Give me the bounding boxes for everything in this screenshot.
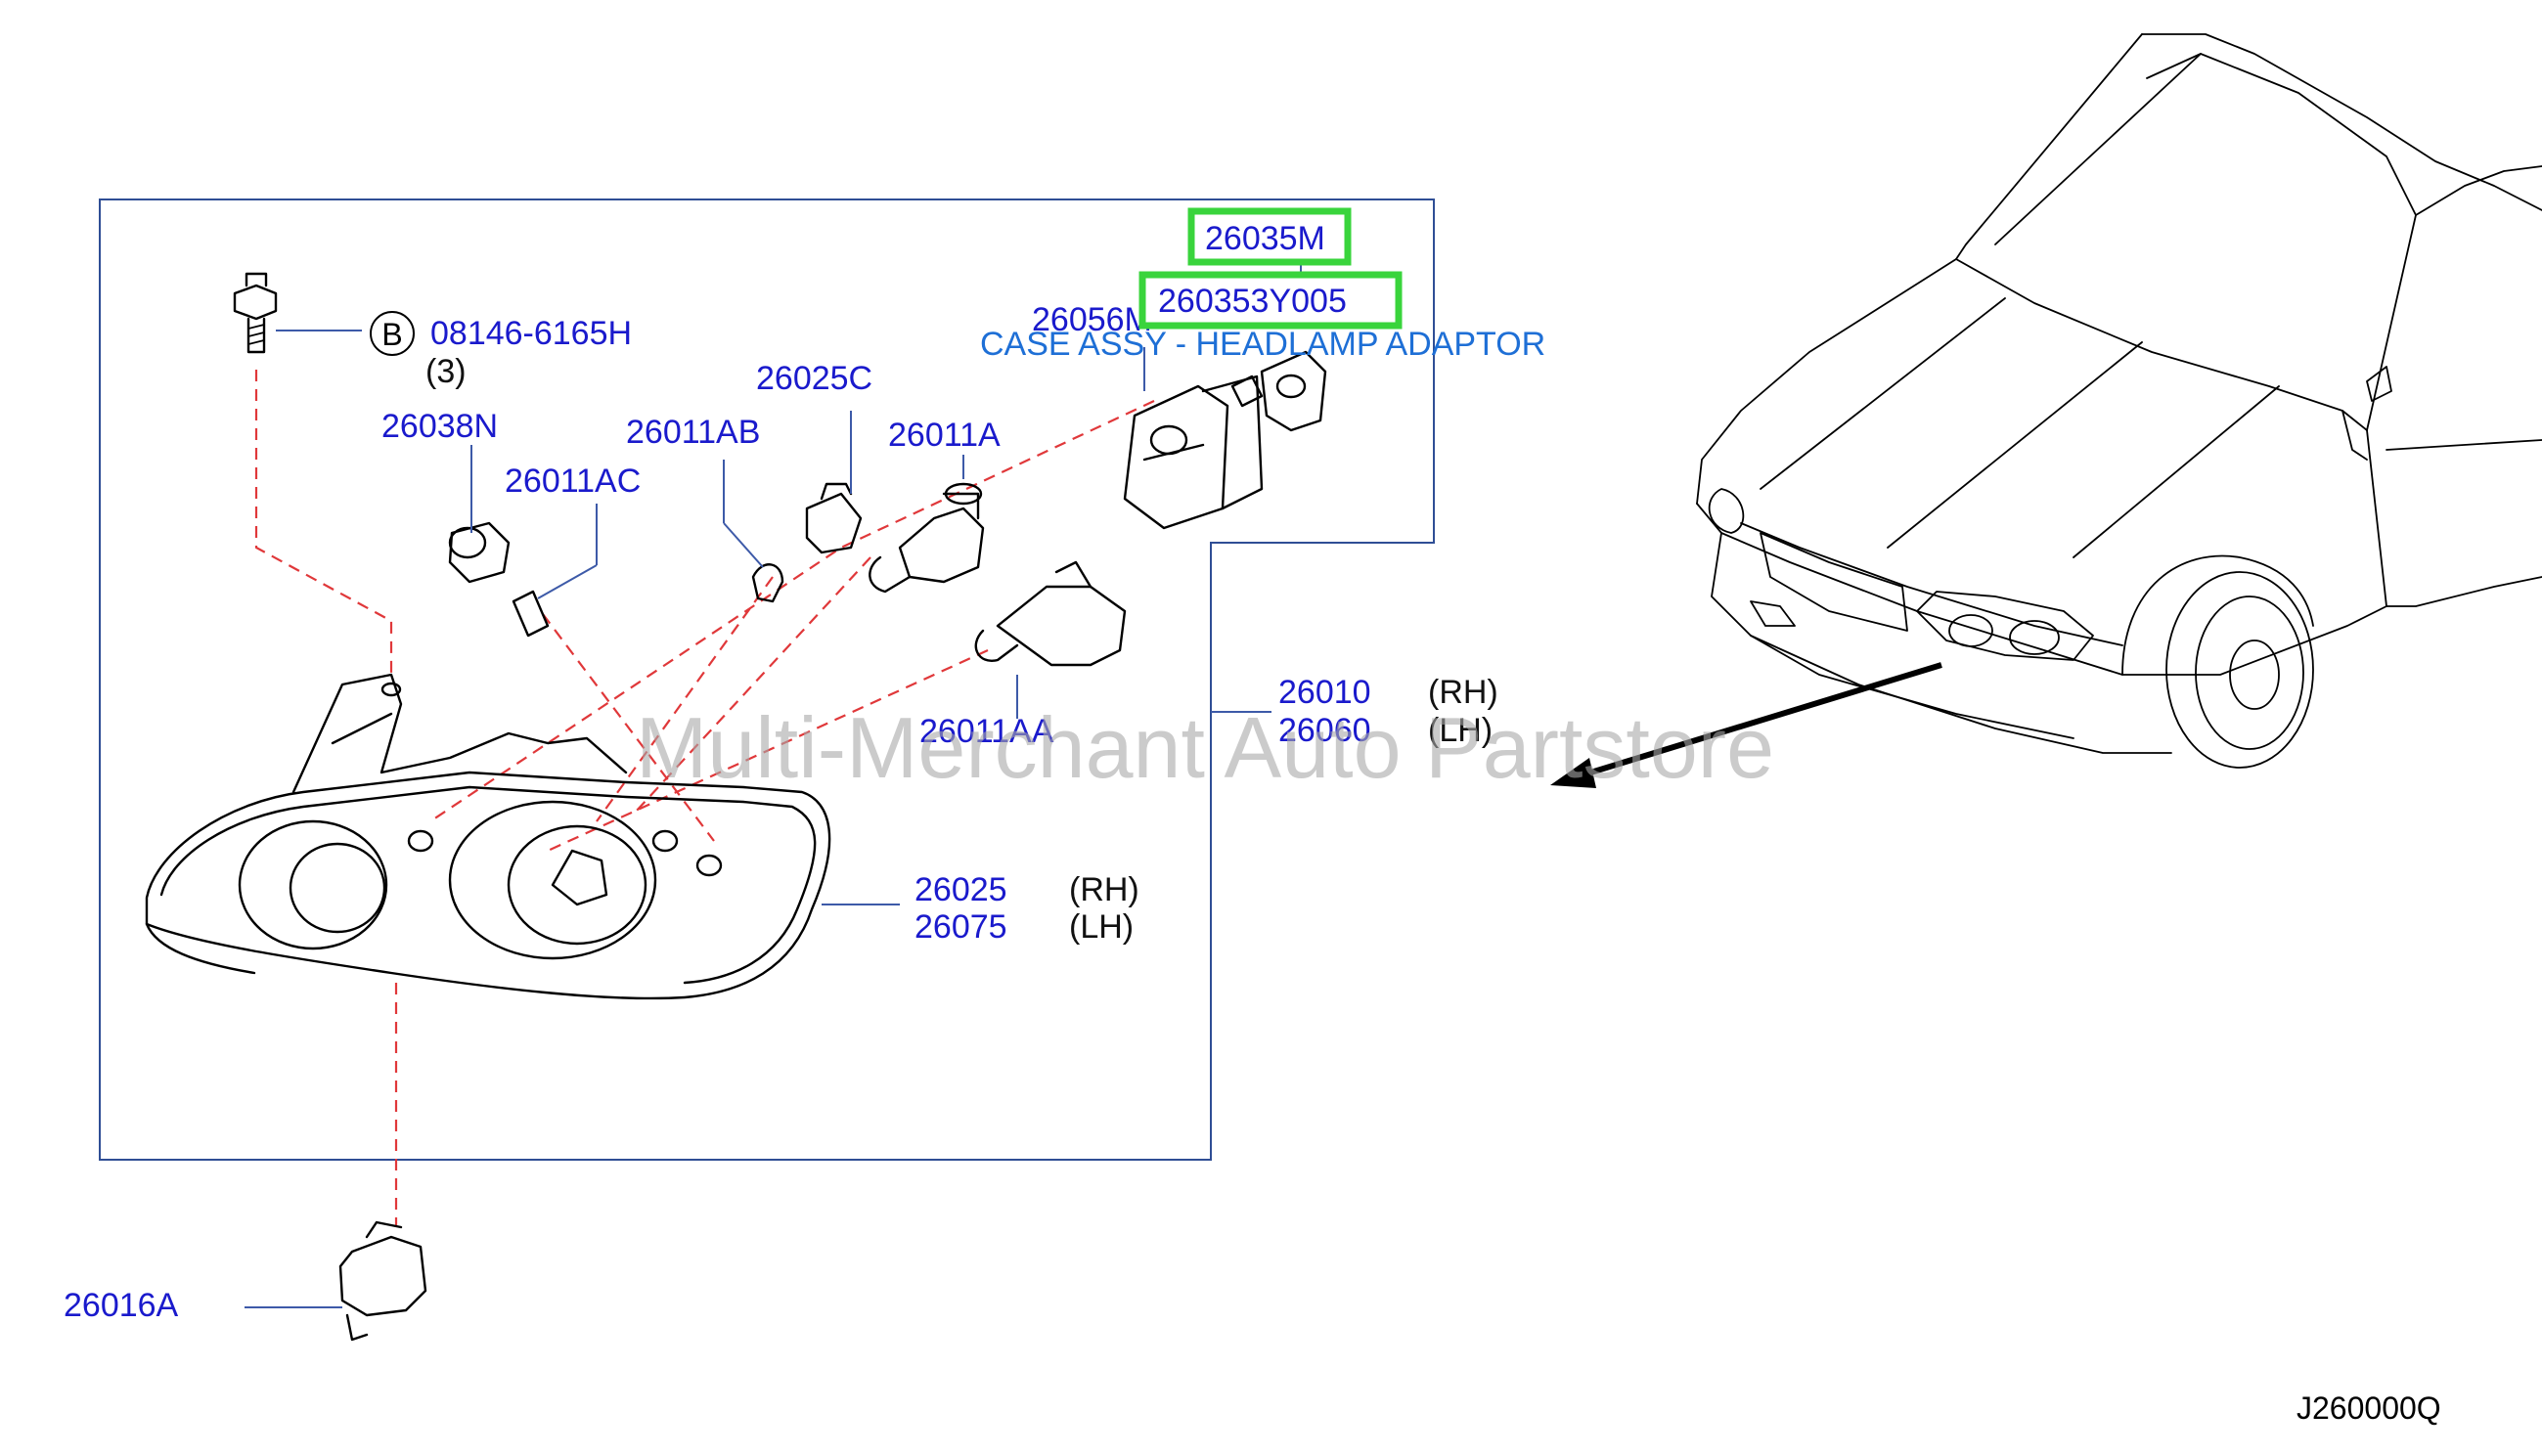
bolt-quantity: (3) [425,353,467,390]
side-label-rh-26025: (RH) [1069,871,1139,908]
bolt-part [233,272,278,354]
lower-bracket-part [338,1220,427,1342]
part-label-26038N[interactable]: 26038N [381,408,498,445]
watermark-text: Multi-Merchant Auto Partstore [636,699,1774,796]
part-label-26060[interactable]: 26060 [1278,712,1371,749]
side-label-rh-26010: (RH) [1428,674,1498,711]
parts-group-frame [99,199,1435,1161]
highlight-box-26035M [1187,207,1352,266]
assembly-guide-lines [254,370,1155,1227]
bolt-part-number[interactable]: 08146-6165H [430,315,632,352]
part-label-26075[interactable]: 26075 [914,908,1007,946]
highlight-callout: 26035M 260353Y005 CASE ASSY - HEADLAMP A… [980,207,1545,363]
part-label-26011AB[interactable]: 26011AB [626,414,760,451]
part-label-260353Y005[interactable]: 260353Y005 [1158,283,1347,320]
leader-lines [245,249,1302,1308]
part-label-26011AC[interactable]: 26011AC [505,463,641,500]
highlight-box-260353Y005 [1138,271,1403,330]
part-label-26011A[interactable]: 26011A [888,417,1001,454]
bolt-circle-letter: B [381,317,402,352]
part-label-26025[interactable]: 26025 [914,871,1007,908]
part-label-26011AA[interactable]: 26011AA [919,713,1054,750]
callout-description: CASE ASSY - HEADLAMP ADAPTOR [980,326,1545,363]
part-label-26025C[interactable]: 26025C [756,360,872,397]
bulb-parts [448,350,1327,667]
part-label-26010[interactable]: 26010 [1278,674,1371,711]
part-label-26056M[interactable]: 26056M [1032,301,1152,338]
bolt-callout: B 08146-6165H (3) [370,311,632,390]
side-label-lh-26075: (LH) [1069,908,1134,946]
headlamp-assembly [145,673,831,1000]
part-labels: 26038N 26011AB 26025C 26011A 26011AC 260… [64,301,1498,1324]
part-label-26035M[interactable]: 26035M [1205,220,1325,257]
part-label-26016A[interactable]: 26016A [64,1287,179,1324]
car-illustration [1550,33,2542,788]
side-label-lh-26060: (LH) [1428,712,1493,749]
diagram-code: J260000Q [2297,1390,2441,1426]
